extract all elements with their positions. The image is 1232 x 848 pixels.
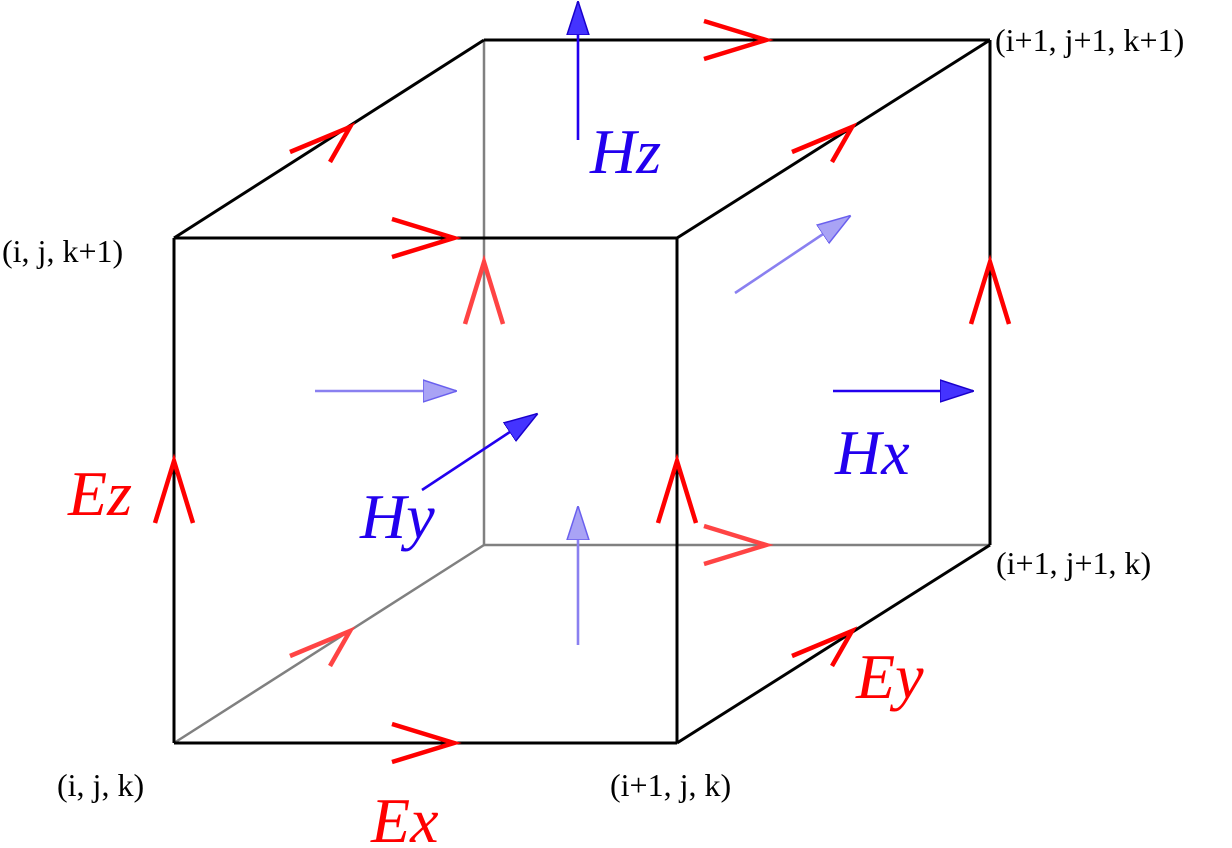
ex-arrow-bottom-back	[703, 523, 774, 567]
corner-labels: (i, j, k) (i+1, j, k) (i+1, j+1, k) (i, …	[2, 22, 1184, 803]
ey-arrow-top-left	[289, 122, 356, 164]
ey-arrow-bottom-left	[289, 626, 356, 668]
ey-arrow-bottom-right	[791, 626, 858, 668]
ey-arrow-top-right	[791, 122, 858, 164]
corner-label-xyz-next: (i+1, j+1, k+1)	[995, 22, 1184, 58]
corner-label-xy-next: (i+1, j+1, k)	[996, 545, 1151, 581]
cube-hidden-edges	[173, 40, 990, 745]
ey-label: Ey	[855, 641, 924, 712]
ex-label: Ex	[370, 785, 439, 848]
edge-bottom-right-diagonal	[676, 543, 991, 745]
ez-arrow-back-right	[968, 254, 1012, 325]
ez-arrow-back-left	[462, 254, 506, 325]
hx-label: Hx	[834, 417, 910, 488]
e-field-arrows	[152, 18, 1012, 765]
h-field-arrows	[315, 2, 973, 645]
edge-top-left-diagonal	[173, 38, 485, 240]
edge-top-right-diagonal	[676, 38, 991, 240]
edge-bottom-diagonal	[173, 543, 485, 745]
corner-label-x-next: (i+1, j, k)	[610, 767, 731, 803]
hy-arrow-back	[734, 216, 850, 295]
hz-label: Hz	[589, 116, 661, 187]
cube-visible-edges	[172, 38, 992, 745]
hy-arrow-front	[421, 414, 537, 492]
ex-arrow-bottom-front	[391, 721, 462, 765]
ez-arrow-front-right	[655, 453, 699, 524]
ex-arrow-top-front	[391, 216, 462, 260]
ez-arrow-front-left	[152, 453, 196, 524]
corner-label-z-next: (i, j, k+1)	[2, 233, 123, 269]
ex-arrow-top-back	[703, 18, 774, 62]
hy-label: Hy	[359, 481, 435, 552]
ez-label: Ez	[67, 458, 132, 529]
corner-label-origin: (i, j, k)	[57, 767, 144, 803]
field-labels: Ex Ey Ez Hx Hy Hz	[67, 116, 924, 848]
